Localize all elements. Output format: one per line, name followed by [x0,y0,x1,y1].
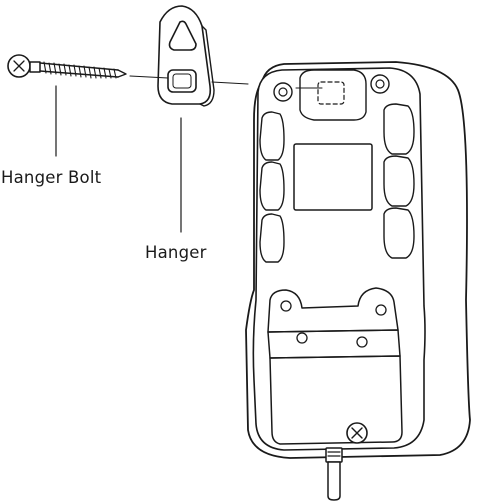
hanger-bolt-part [7,54,127,79]
clip-tab [325,447,343,501]
alignment-lines [129,75,323,89]
device-screw-icon [346,422,368,444]
hanger-part [157,5,215,107]
bolt-head-icon [7,54,31,78]
label-hanger: Hanger [145,243,207,262]
label-hanger-bolt: Hanger Bolt [1,168,102,187]
device-body [245,61,471,501]
